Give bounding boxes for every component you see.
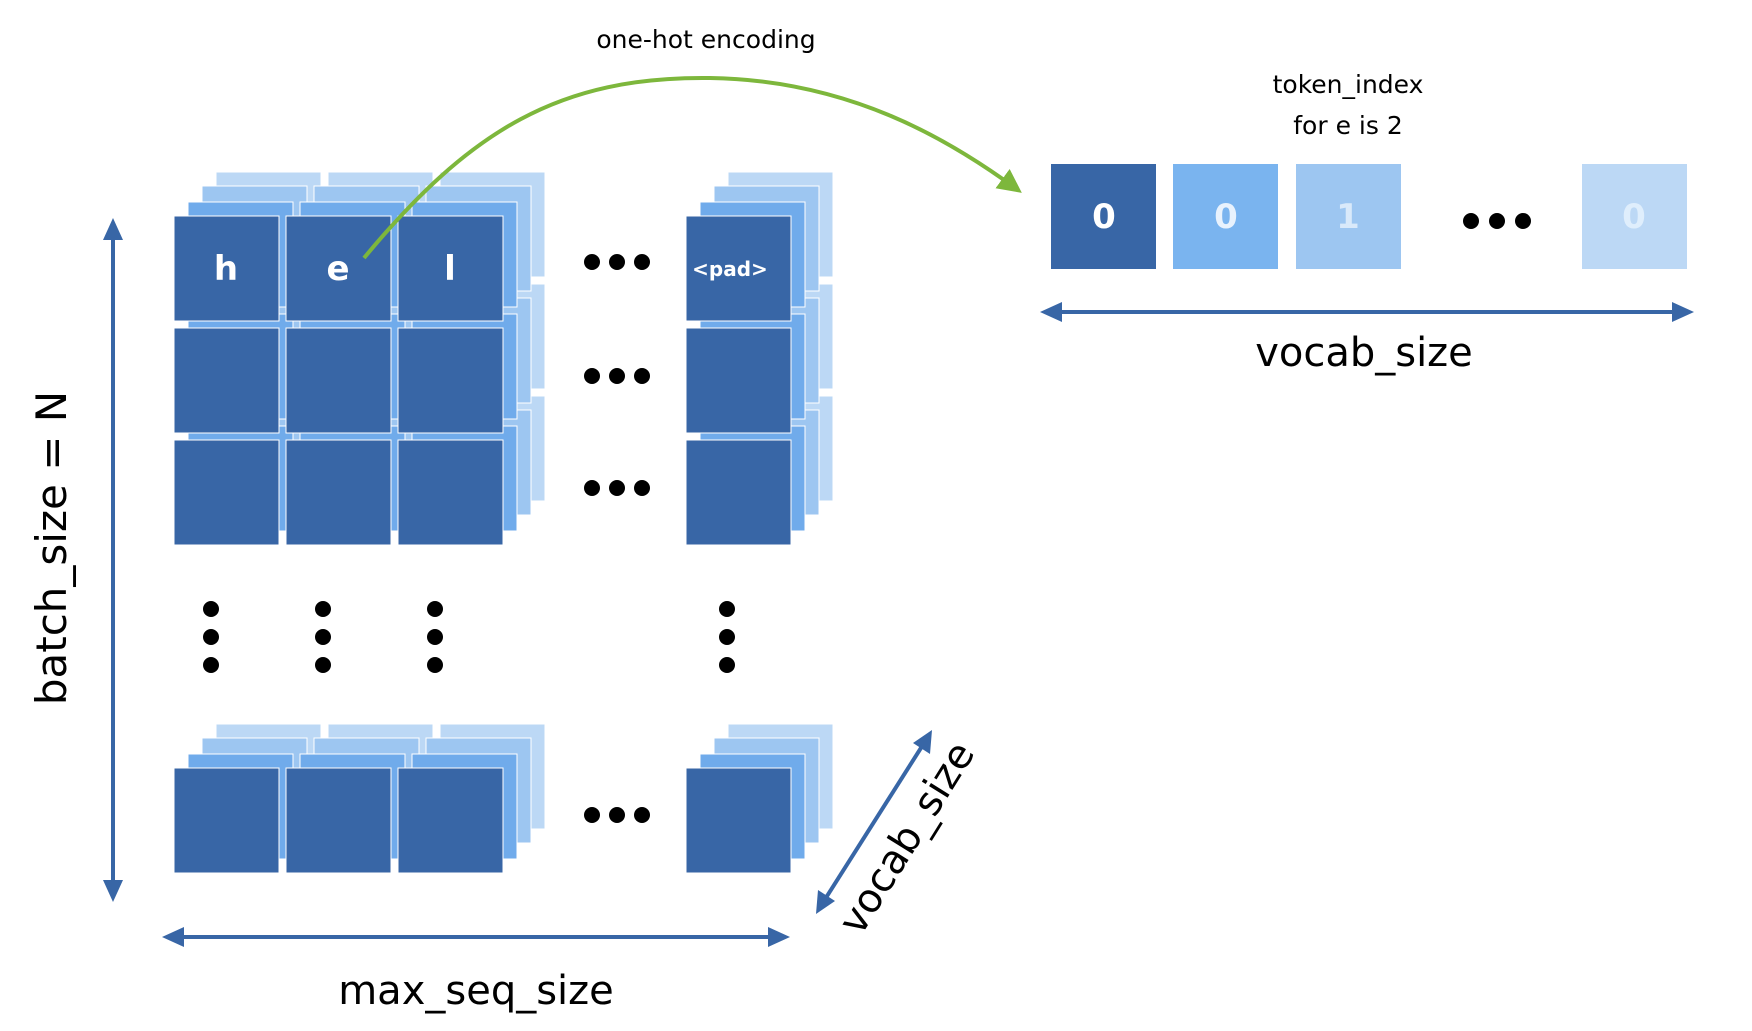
front-cell-r0-c0 xyxy=(173,215,280,322)
front-cell-r3-c2 xyxy=(397,767,504,874)
front-cell-r3-c3 xyxy=(685,767,792,874)
front-cell-r1-c2 xyxy=(397,327,504,434)
hdots-row3-2 xyxy=(634,807,650,823)
vdots-col0-2 xyxy=(203,657,219,673)
onehot-cell-1 xyxy=(1173,164,1278,269)
vector-dots-0 xyxy=(1463,213,1479,229)
hdots-row1-0 xyxy=(584,368,600,384)
hdots-row0-2 xyxy=(634,254,650,270)
front-cell-r2-c2 xyxy=(397,439,504,546)
max-seq-size-label: max_seq_size xyxy=(338,968,614,1014)
hdots-row2-2 xyxy=(634,480,650,496)
front-cell-r1-c3 xyxy=(685,327,792,434)
onehot-cell-last xyxy=(1582,164,1687,269)
front-cell-r3-c0 xyxy=(173,767,280,874)
vdots-col3-1 xyxy=(719,629,735,645)
onehot-value-1: 0 xyxy=(1214,197,1238,237)
vdots-col0-1 xyxy=(203,629,219,645)
batch-axis xyxy=(103,218,123,902)
vector-dots-2 xyxy=(1515,213,1531,229)
hdots-row3-0 xyxy=(584,807,600,823)
hdots-row0-0 xyxy=(584,254,600,270)
vdots-col2-1 xyxy=(427,629,443,645)
vector-vocab-axis xyxy=(1040,302,1694,322)
vector-vocab-label: vocab_size xyxy=(1255,330,1473,376)
front-cell-r3-c1 xyxy=(285,767,392,874)
cell-label-pad: <pad> xyxy=(692,257,768,281)
one-hot-arrow xyxy=(362,75,1022,260)
front-cell-r0-c3 xyxy=(685,215,792,322)
hdots-row1-2 xyxy=(634,368,650,384)
vdots-col2-2 xyxy=(427,657,443,673)
front-cell-r1-c1 xyxy=(285,327,392,434)
vdots-col1-1 xyxy=(315,629,331,645)
batch-size-label: batch_size = N xyxy=(27,391,76,705)
hdots-row3-1 xyxy=(609,807,625,823)
depth-vocab-label: vocab_size xyxy=(830,734,984,943)
front-cell-r0-c2 xyxy=(397,215,504,322)
vdots-col0-0 xyxy=(203,601,219,617)
vdots-col1-2 xyxy=(315,657,331,673)
front-cell-r2-c0 xyxy=(173,439,280,546)
onehot-value-0: 0 xyxy=(1092,197,1116,237)
front-cell-r2-c1 xyxy=(285,439,392,546)
vdots-col2-0 xyxy=(427,601,443,617)
hdots-row2-1 xyxy=(609,480,625,496)
onehot-value-last: 0 xyxy=(1622,197,1646,237)
front-cell-r0-c1 xyxy=(285,215,392,322)
seq-axis xyxy=(162,927,790,947)
cell-label-l: l xyxy=(444,249,456,289)
depth-axis xyxy=(816,730,932,914)
onehot-value-2: 1 xyxy=(1336,197,1360,237)
vdots-col1-0 xyxy=(315,601,331,617)
hdots-row0-1 xyxy=(609,254,625,270)
cell-label-h: h xyxy=(214,249,238,289)
one-hot-label: one-hot encoding xyxy=(596,25,815,54)
vdots-col3-0 xyxy=(719,601,735,617)
cell-label-e: e xyxy=(326,249,349,289)
token-index-label: token_index xyxy=(1273,70,1424,99)
token-index-value-label: for e is 2 xyxy=(1293,111,1402,140)
hdots-row2-0 xyxy=(584,480,600,496)
front-cell-r2-c3 xyxy=(685,439,792,546)
hdots-row1-1 xyxy=(609,368,625,384)
ellipsis-dots xyxy=(203,213,1531,823)
front-cell-r1-c0 xyxy=(173,327,280,434)
onehot-cell-0 xyxy=(1051,164,1156,269)
vdots-col3-2 xyxy=(719,657,735,673)
vector-dots-1 xyxy=(1489,213,1505,229)
tensor-grid xyxy=(173,171,834,874)
onehot-cell-2 xyxy=(1296,164,1401,269)
